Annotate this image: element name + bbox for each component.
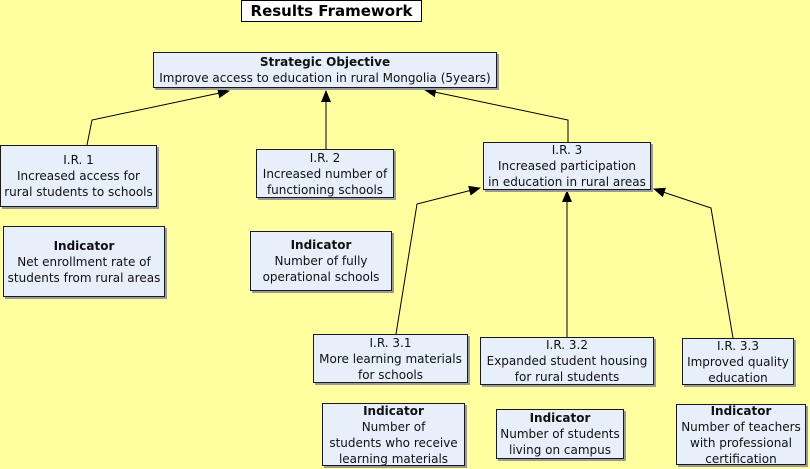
arrow-ir31-to-ir3 [395,185,481,335]
ir33-line-2: education [708,370,768,385]
indicator-ir33-heading: Indicator [710,403,772,418]
indicator-ir31-box: Indicator Number of students who receive… [322,403,465,466]
indicator-ir33-line-2: with professional [690,435,792,450]
indicator-ir31-heading: Indicator [363,403,424,418]
ir1-code: I.R. 1 [63,153,94,167]
ir33-code: I.R. 3.3 [717,338,759,353]
strategic-objective-text: Improve access to education in rural Mon… [159,71,491,85]
indicator-ir1-line-2: students from rural areas [7,270,161,285]
indicator-ir1-box: Indicator Net enrollment rate of student… [3,226,165,297]
indicator-ir33-line-3: certification [705,451,777,466]
arrow-ir33-to-ir3 [653,187,734,339]
indicator-ir1-line-1: Net enrollment rate of [17,254,151,269]
arrow-ir1-to-objective [86,88,230,146]
indicator-ir32-heading: Indicator [529,411,591,425]
ir32-code: I.R. 3.2 [546,338,588,352]
ir32-line-2: for rural students [514,370,620,384]
indicator-ir33-line-1: Number of teachers [681,419,801,434]
ir31-line-2: for schools [357,367,424,382]
ir3-line-1: Increased participation [497,159,637,173]
strategic-objective-box: Strategic Objective Improve access to ed… [153,52,497,88]
ir2-line-2: functioning schools [266,182,384,197]
ir31-line-1: More learning materials [319,351,462,366]
ir3-box: I.R. 3 Increased participation in educat… [483,142,651,190]
ir32-line-1: Expanded student housing [486,354,648,368]
ir33-box: I.R. 3.3 Improved quality education [682,338,794,385]
diagram-title: Results Framework [241,0,422,22]
ir31-code: I.R. 3.1 [369,335,412,350]
indicator-ir31-line-1: Number of [361,419,426,434]
ir1-box: I.R. 1 Increased access for rural studen… [0,145,157,207]
ir1-line-1: Increased access for [17,169,140,183]
ir33-line-1: Improved quality [687,354,789,369]
indicator-ir32-line-1: Number of students [500,427,620,441]
indicator-ir2-line-2: operational schools [262,270,380,284]
indicator-ir2-line-1: Number of fully [274,254,368,268]
ir2-line-1: Increased number of [262,166,388,181]
indicator-ir32-line-2: living on campus [508,443,612,457]
indicator-ir1-heading: Indicator [53,238,115,253]
ir1-line-2: rural students to schools [4,185,153,199]
ir3-code: I.R. 3 [551,143,583,157]
ir3-line-2: in education in rural areas [488,175,646,189]
indicator-ir2-heading: Indicator [290,238,352,252]
ir2-box: I.R. 2 Increased number of functioning s… [256,149,394,198]
indicator-ir2-box: Indicator Number of fully operational sc… [250,231,392,291]
ir2-code: I.R. 2 [309,150,341,165]
ir31-box: I.R. 3.1 More learning materials for sch… [313,334,468,383]
indicator-ir33-box: Indicator Number of teachers with profes… [676,403,806,466]
arrow-ir3-to-objective [424,87,569,142]
indicator-ir31-line-3: learning materials [338,451,449,466]
strategic-objective-heading: Strategic Objective [259,55,391,69]
indicator-ir31-line-2: students who receive [329,435,458,450]
indicator-ir32-box: Indicator Number of students living on c… [496,409,624,459]
ir32-box: I.R. 3.2 Expanded student housing for ru… [480,337,654,385]
